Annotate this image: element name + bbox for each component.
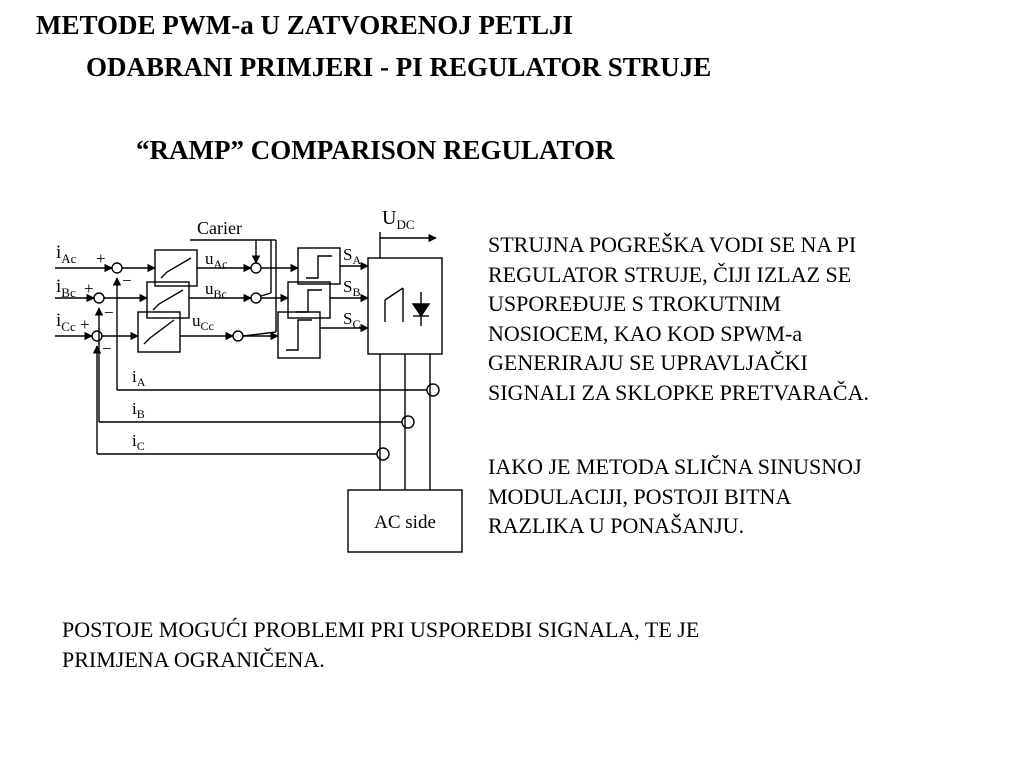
text-line: SIGNALI ZA SKLOPKE PRETVARAČA. xyxy=(488,379,869,405)
plus-sign-a: + xyxy=(96,249,106,268)
paragraph-limitations: POSTOJE MOGUĆI PROBLEMI PRI USPOREDBI SI… xyxy=(62,615,962,674)
text-line: GENERIRAJU SE UPRAVLJAČKI xyxy=(488,350,808,375)
control-label-a: uAc xyxy=(205,249,228,271)
comparator-junction-b xyxy=(250,292,262,304)
comparator-junction-c xyxy=(232,330,244,342)
udc-label: UDC xyxy=(382,207,415,232)
plus-sign-b: + xyxy=(84,279,94,298)
comparator-junction-a xyxy=(250,262,262,274)
feedback-label-b: iB xyxy=(132,399,145,421)
minus-sign-c: − xyxy=(102,339,112,358)
ref-label-b: iBc xyxy=(56,276,76,300)
text-line: POSTOJE MOGUĆI PROBLEMI PRI USPOREDBI SI… xyxy=(62,617,700,642)
pi-block-c xyxy=(137,311,181,353)
ac-side-block xyxy=(347,489,463,553)
hysteresis-block-a xyxy=(297,247,341,285)
inverter-block xyxy=(367,257,443,355)
minus-sign-a: − xyxy=(122,271,132,290)
text-line: PRIMJENA OGRANIČENA. xyxy=(62,646,325,672)
carrier-label: Carier xyxy=(197,218,242,238)
ramp-comparison-regulator-diagram: Carier UDC iAc iBc iCc + + + − − − uAc u… xyxy=(55,207,463,553)
slide-title-line1: METODE PWM-a U ZATVORENOJ PETLJI xyxy=(36,10,573,40)
text-line: STRUJNA POGREŠKA VODI SE NA PI xyxy=(488,232,857,257)
paragraph-regulator-description: STRUJNA POGREŠKA VODI SE NA PI REGULATOR… xyxy=(488,230,1008,407)
switch-label-a: SA xyxy=(343,245,361,267)
paragraph-difference-note: IAKO JE METODA SLIČNA SINUSNOJ MODULACIJ… xyxy=(488,452,1008,541)
plus-sign-c: + xyxy=(80,315,90,334)
ref-label-a: iAc xyxy=(56,242,77,266)
text-line: NOSIOCEM, KAO KOD SPWM-a xyxy=(488,320,803,346)
pi-block-b xyxy=(146,281,190,319)
slide-title-line2: ODABRANI PRIMJERI - PI REGULATOR STRUJE xyxy=(86,52,712,82)
slide-subtitle: “RAMP” COMPARISON REGULATOR xyxy=(136,135,615,165)
text-line: IAKO JE METODA SLIČNA SINUSNOJ xyxy=(488,454,862,479)
text-line: USPOREĐUJE S TROKUTNIM xyxy=(488,291,781,316)
hysteresis-block-b xyxy=(287,281,331,319)
current-sensor-c xyxy=(376,447,390,461)
text-line: RAZLIKA U PONAŠANJU. xyxy=(488,513,745,538)
current-sensor-b xyxy=(401,415,415,429)
switch-label-b: SB xyxy=(343,277,360,299)
sum-junction-a xyxy=(111,262,123,274)
feedback-label-c: iC xyxy=(132,431,145,453)
switch-label-c: SC xyxy=(343,309,360,331)
text-line: REGULATOR STRUJE, ČIJI IZLAZ SE xyxy=(488,261,852,287)
hysteresis-block-c xyxy=(277,311,321,359)
sum-junction-c xyxy=(91,330,103,342)
control-label-c: uCc xyxy=(192,311,214,333)
ac-side-label: AC side xyxy=(374,512,436,533)
pi-block-a xyxy=(154,249,198,287)
control-label-b: uBc xyxy=(205,279,227,301)
current-sensor-a xyxy=(426,383,440,397)
text-line: MODULACIJI, POSTOJI BITNA xyxy=(488,483,792,509)
minus-sign-b: − xyxy=(104,303,114,322)
sum-junction-b xyxy=(93,292,105,304)
feedback-label-a: iA xyxy=(132,367,146,389)
ref-label-c: iCc xyxy=(56,310,76,334)
